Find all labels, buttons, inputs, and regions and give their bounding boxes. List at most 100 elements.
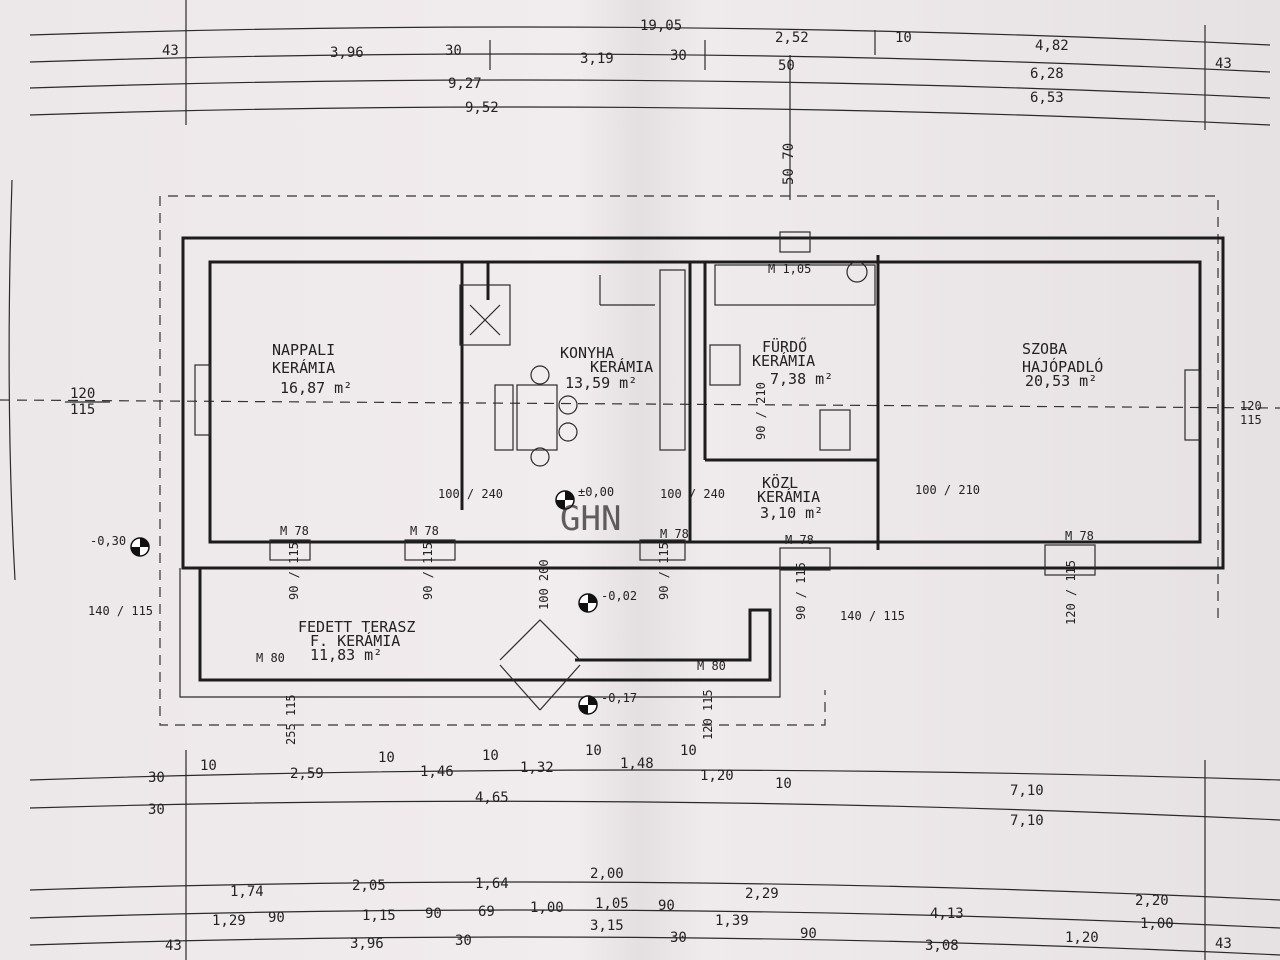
dim-bot-3-5: 2,20 — [1135, 893, 1169, 909]
room-konyha-floor: KERÁMIA — [590, 357, 653, 376]
dim-bot-1-3: 10 — [378, 750, 395, 766]
window-label-bath: M 1,05 — [768, 262, 811, 276]
dim-bot-2-0: 30 — [148, 802, 165, 818]
dim-top-7: 4,82 — [1035, 38, 1069, 54]
dim-top-vert: 50 — [778, 58, 795, 74]
sill-label-7: 255 115 — [284, 694, 298, 745]
window-label-3: M 78 — [660, 527, 689, 541]
dim-bot-3-0: 1,74 — [230, 884, 264, 900]
dim-bot-4-0: 1,29 — [212, 913, 246, 929]
sill-label-4: 90 / 115 — [794, 562, 808, 620]
dim-top-chimney: 50 70 — [781, 143, 797, 185]
dim-bot-1-8: 1,48 — [620, 756, 654, 772]
room-konyha-area: 13,59 m² — [565, 374, 637, 392]
door-label-terrace: 100 200 — [537, 559, 551, 610]
window-label-2: M 78 — [410, 524, 439, 538]
sill-label-2: 90 / 115 — [421, 542, 435, 600]
dim-bot-4-6: 1,05 — [595, 896, 629, 912]
dim-bot-5-2: 30 — [455, 933, 472, 949]
window-label-4: M 78 — [785, 533, 814, 547]
dim-bot-4-9: 90 — [800, 926, 817, 942]
room-terasz-area: 11,83 m² — [310, 646, 382, 664]
dim-left-115: 115 — [70, 402, 95, 418]
dim-bot-4-5: 1,00 — [530, 900, 564, 916]
level-text-2: -0,30 — [90, 534, 126, 548]
sill-label-3: 90 / 115 — [657, 542, 671, 600]
room-furdo-floor: KERÁMIA — [752, 351, 815, 370]
room-kozl-floor: KERÁMIA — [757, 487, 820, 506]
dim-right-120: 120 — [1240, 399, 1262, 413]
dim-bot-1-2: 2,59 — [290, 766, 324, 782]
dim-bot-1-1: 10 — [200, 758, 217, 774]
door-label-2: 100 / 240 — [660, 487, 725, 501]
window-label-terrace-1: M 80 — [256, 651, 285, 665]
dim-left-120: 120 — [70, 386, 95, 402]
windows — [194, 231, 1201, 576]
level-text-3: -0,02 — [601, 589, 637, 603]
dim-bot-5-7: 43 — [1215, 936, 1232, 952]
terrace-outline — [179, 568, 781, 711]
room-szoba-floor: HAJÓPADLÓ — [1022, 357, 1103, 376]
level-marker-2: -0,30 — [90, 534, 150, 557]
sill-label-5: 120 / 115 — [1064, 560, 1078, 625]
room-nappali-floor: KERÁMIA — [272, 358, 335, 377]
window-label-1: M 78 — [280, 524, 309, 538]
door-label-1: 100 / 240 — [438, 487, 503, 501]
watermark-text: GHN — [560, 499, 621, 539]
door-label-3: 100 / 210 — [915, 483, 980, 497]
roof-outline — [168, 195, 1219, 620]
dim-bot-5-6: 1,20 — [1065, 930, 1099, 946]
sill-label-1: 90 / 115 — [287, 542, 301, 600]
room-labels: NAPPALI KERÁMIA 16,87 m² KONYHA KERÁMIA … — [272, 336, 1103, 664]
room-szoba-name: SZOBA — [1022, 340, 1067, 358]
dim-top-left-outer: 9,52 — [465, 100, 499, 116]
dim-bot-4-7: 90 — [658, 898, 675, 914]
door-label-5: 140 / 115 — [840, 609, 905, 623]
dim-bot-1-0: 30 — [148, 770, 165, 786]
window-label-5: M 78 — [1065, 529, 1094, 543]
dim-bot-2-1: 7,10 — [1010, 813, 1044, 829]
dim-right-115: 115 — [1240, 413, 1262, 427]
room-terasz-floor: F. KERÁMIA — [310, 631, 400, 650]
dim-top-2: 30 — [445, 43, 462, 59]
dim-bot-1-11: 10 — [775, 776, 792, 792]
dim-bot-1-7: 10 — [585, 743, 602, 759]
dim-top-5: 2,52 — [775, 30, 809, 46]
room-nappali-area: 16,87 m² — [280, 379, 352, 397]
dim-bot-3-3: 2,00 — [590, 866, 624, 882]
sill-label-6: 120 115 — [701, 689, 715, 740]
room-kozl-name: KÖZL — [762, 473, 798, 492]
dim-bot-1-12: 7,10 — [1010, 783, 1044, 799]
level-markers: ±0,00 -0,30 -0,02 -0,17 — [90, 485, 637, 715]
dim-bot-4-4: 69 — [478, 904, 495, 920]
opening-labels: M 78 M 78 M 78 M 78 M 78 M 1,05 M 80 M 8… — [88, 262, 1094, 745]
room-furdo-area: 7,38 m² — [770, 370, 833, 388]
level-text-4: -0,17 — [601, 691, 637, 705]
dim-bot-5-4: 30 — [670, 930, 687, 946]
dim-bot-1-4: 1,46 — [420, 764, 454, 780]
room-furdo-name: FÜRDŐ — [762, 336, 807, 356]
dim-bot-3-1: 2,05 — [352, 878, 386, 894]
dim-bot-5-5: 3,08 — [925, 938, 959, 954]
dim-bot-3-2: 1,64 — [475, 876, 509, 892]
dim-bot-4-11: 1,00 — [1140, 916, 1174, 932]
level-marker-4: -0,17 — [578, 691, 637, 715]
dim-top-4: 30 — [670, 48, 687, 64]
dim-bot-1-5: 10 — [482, 748, 499, 764]
dim-top-1: 3,96 — [330, 45, 364, 61]
dim-top-left-sum: 9,27 — [448, 76, 482, 92]
dim-top-right-sum: 6,28 — [1030, 66, 1064, 82]
dim-bot-5-3: 3,15 — [590, 918, 624, 934]
dim-bot-3-4: 2,29 — [745, 886, 779, 902]
dim-bot-5-1: 3,96 — [350, 936, 384, 952]
bottom-dimension-lines: 30 10 2,59 10 1,46 10 1,32 10 1,48 10 1,… — [29, 743, 1280, 960]
level-text-1: ±0,00 — [578, 485, 614, 499]
dim-bot-1b: 4,65 — [475, 790, 509, 806]
dim-bot-4-2: 1,15 — [362, 908, 396, 924]
dim-top-right-outer: 6,53 — [1030, 90, 1064, 106]
dim-bot-1-10: 1,20 — [700, 768, 734, 784]
dim-bot-4-1: 90 — [268, 910, 285, 926]
dim-top-6: 10 — [895, 30, 912, 46]
